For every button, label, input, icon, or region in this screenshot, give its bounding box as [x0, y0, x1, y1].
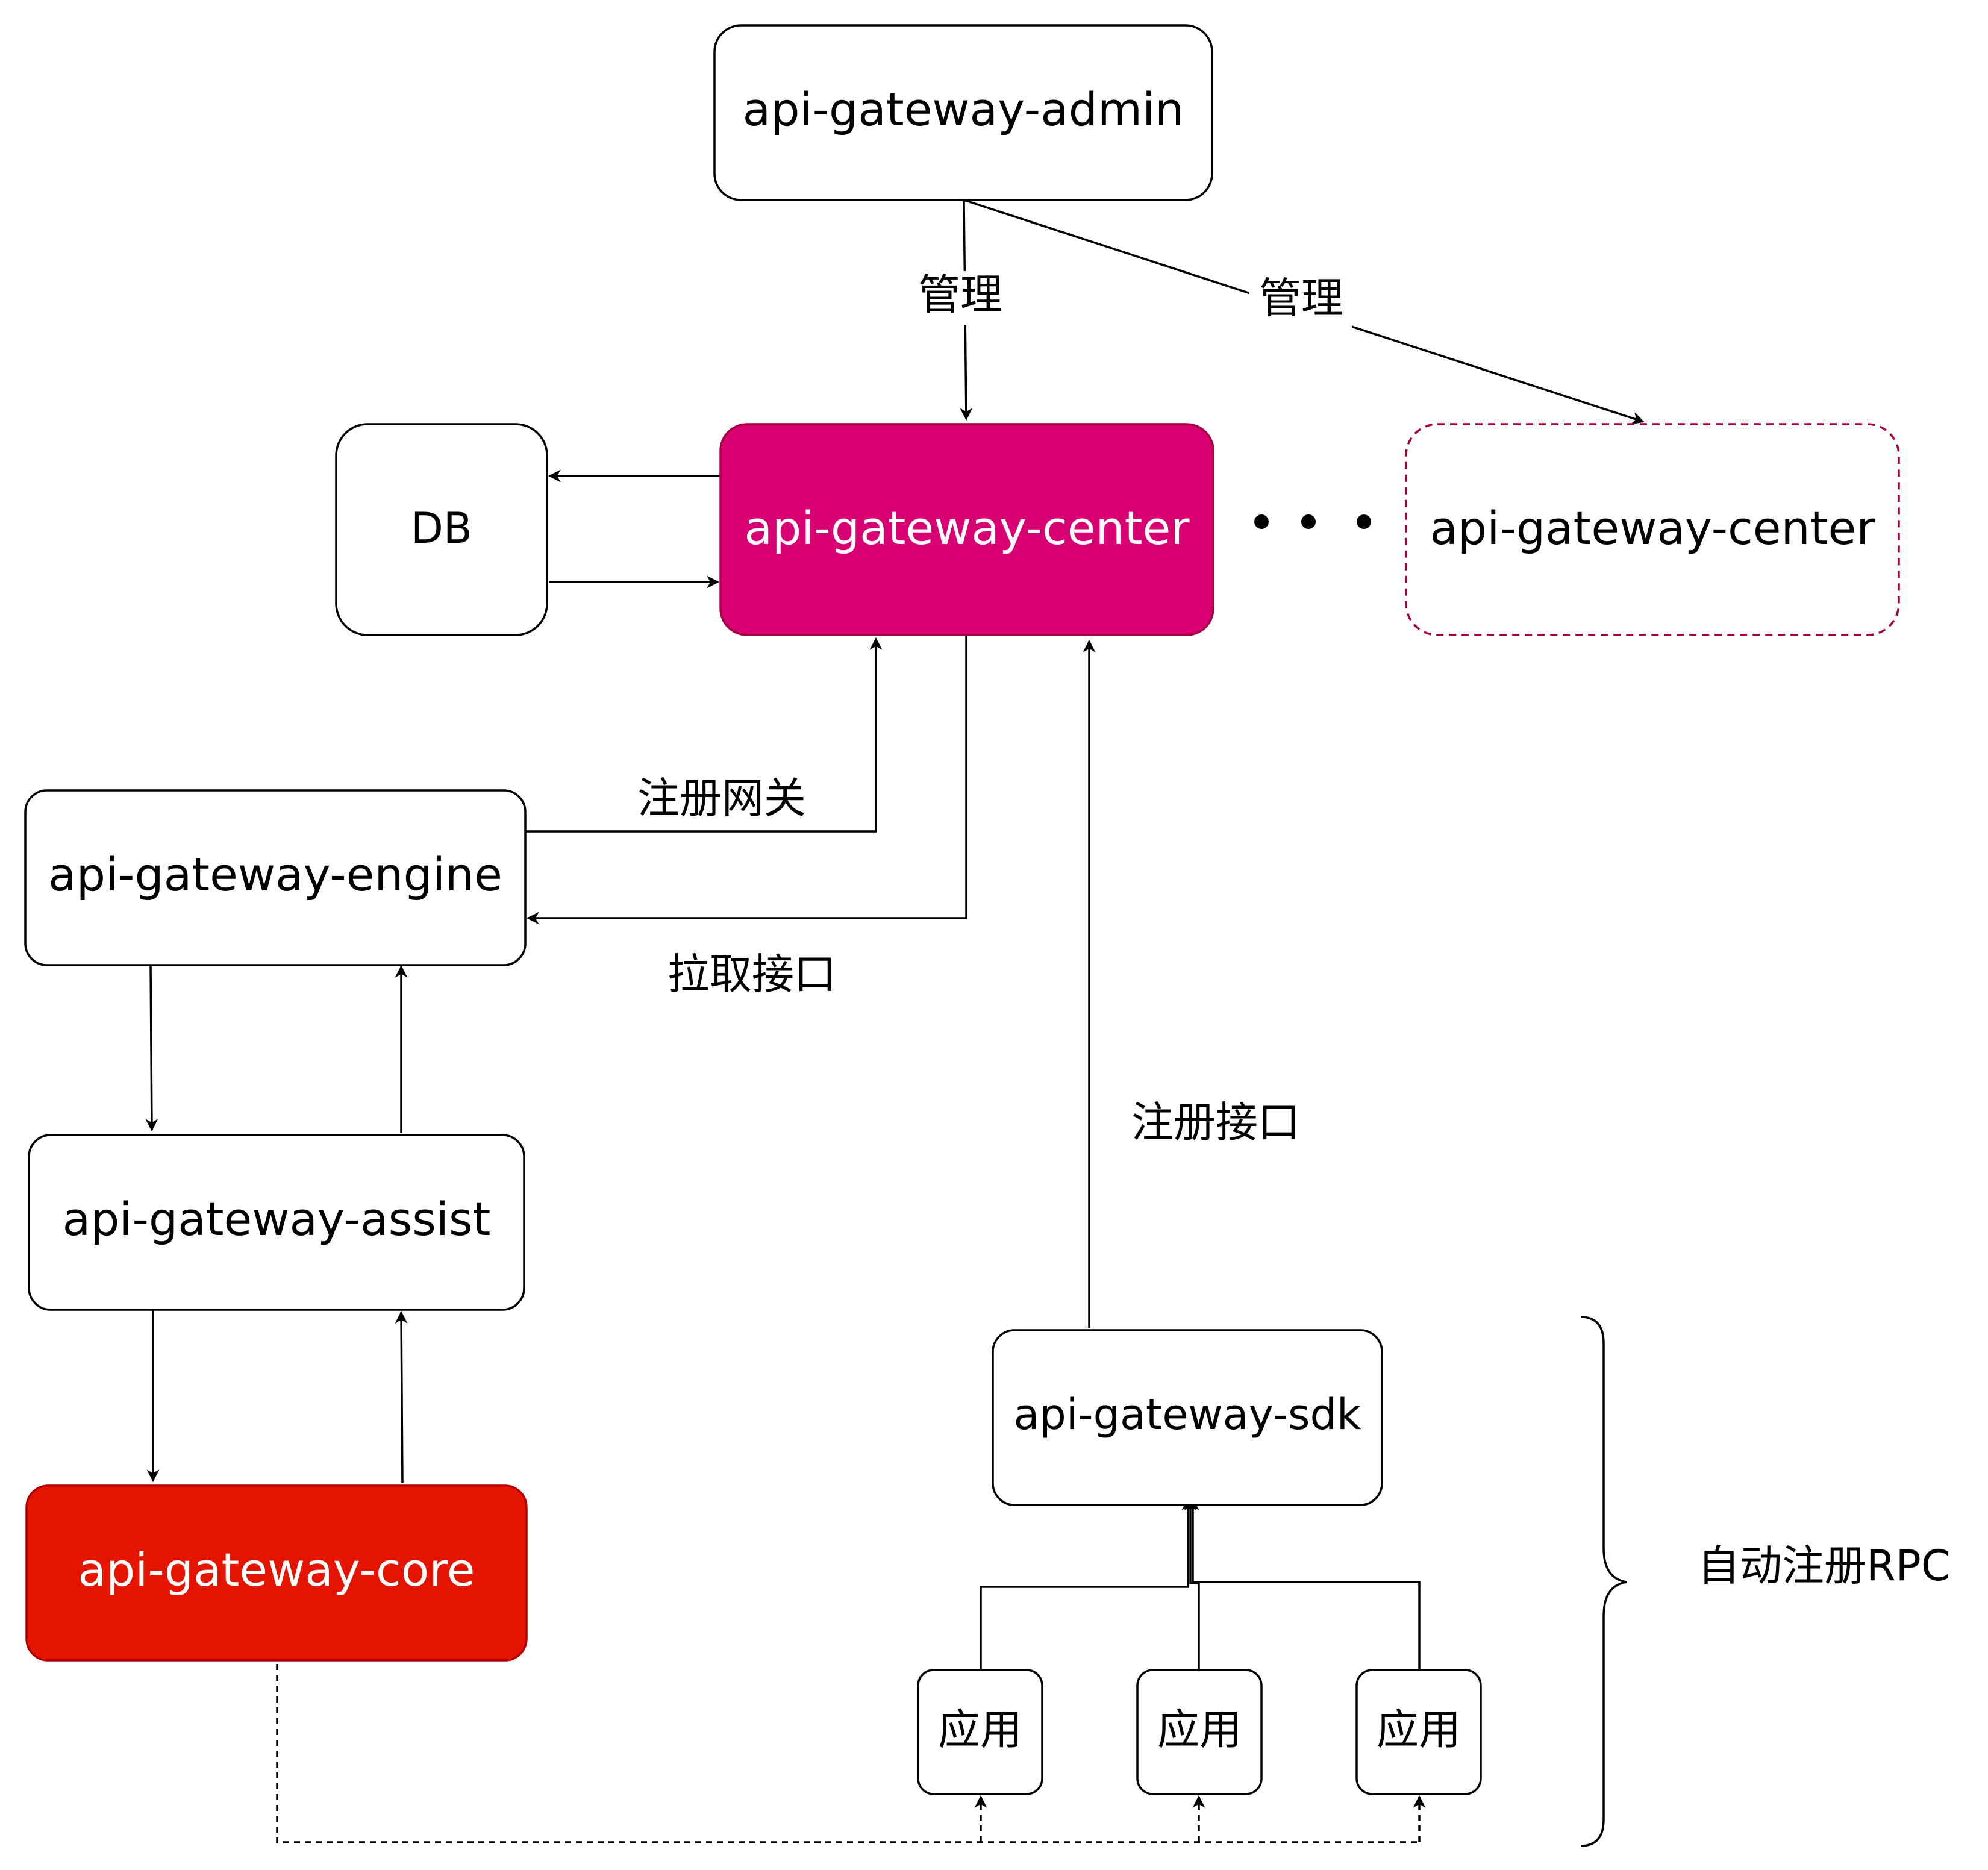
- node-app-1-label: 应用: [938, 1705, 1022, 1754]
- node-db-label: DB: [411, 504, 472, 553]
- edge-app2-to-sdk: [1184, 1497, 1200, 1670]
- ellipsis-dot: [1357, 514, 1371, 529]
- node-sdk: api-gateway-sdk: [992, 1329, 1383, 1506]
- node-db: DB: [335, 423, 548, 636]
- edge-label-pull-interface: 拉取接口: [667, 949, 836, 999]
- node-engine: api-gateway-engine: [24, 789, 527, 966]
- edge-label-manage-replica: 管理: [1259, 274, 1343, 323]
- edge-engine-to-assist: [145, 963, 158, 1132]
- node-assist: api-gateway-assist: [28, 1134, 525, 1311]
- curly-brace: [1580, 1316, 1627, 1847]
- node-center-replica: api-gateway-center: [1405, 423, 1900, 636]
- edge-core-to-apps-dashed: [276, 1664, 1419, 1843]
- edge-app3-to-sdk: [1186, 1497, 1421, 1670]
- node-sdk-label: api-gateway-sdk: [1014, 1390, 1361, 1439]
- node-app-2-label: 应用: [1157, 1705, 1242, 1754]
- node-assist-label: api-gateway-assist: [63, 1192, 491, 1246]
- node-core-label: api-gateway-core: [78, 1543, 475, 1596]
- node-admin: api-gateway-admin: [713, 24, 1213, 201]
- node-center: api-gateway-center: [719, 423, 1214, 636]
- node-app-3: 应用: [1355, 1669, 1482, 1795]
- edge-label-manage-center: 管理: [918, 270, 1002, 319]
- node-app-1: 应用: [917, 1669, 1043, 1795]
- node-center-label: api-gateway-center: [744, 501, 1190, 555]
- ellipsis-dot: [1254, 514, 1269, 529]
- node-core: api-gateway-core: [25, 1484, 528, 1662]
- node-engine-label: api-gateway-engine: [48, 848, 502, 901]
- brace-label: 自动注册RPC: [1698, 1541, 1951, 1590]
- edge-label-register-gateway: 注册网关: [637, 774, 806, 823]
- edge-label-register-interface: 注册接口: [1131, 1098, 1300, 1147]
- node-app-3-label: 应用: [1377, 1705, 1461, 1754]
- node-center-replica-label: api-gateway-center: [1430, 501, 1875, 555]
- edge-label-group: 管理 管理 注册网关 拉取接口 注册接口: [637, 270, 1352, 1147]
- node-admin-label: api-gateway-admin: [743, 83, 1184, 136]
- edge-core-to-assist: [395, 1310, 408, 1484]
- ellipsis-dots: [1254, 514, 1371, 529]
- edge-center-to-engine: [526, 636, 967, 925]
- node-app-2: 应用: [1136, 1669, 1263, 1795]
- edge-engine-to-center: [525, 637, 883, 833]
- edges: [145, 199, 1645, 1843]
- edge-app1-to-sdk: [980, 1497, 1195, 1670]
- ellipsis-dot: [1301, 514, 1316, 529]
